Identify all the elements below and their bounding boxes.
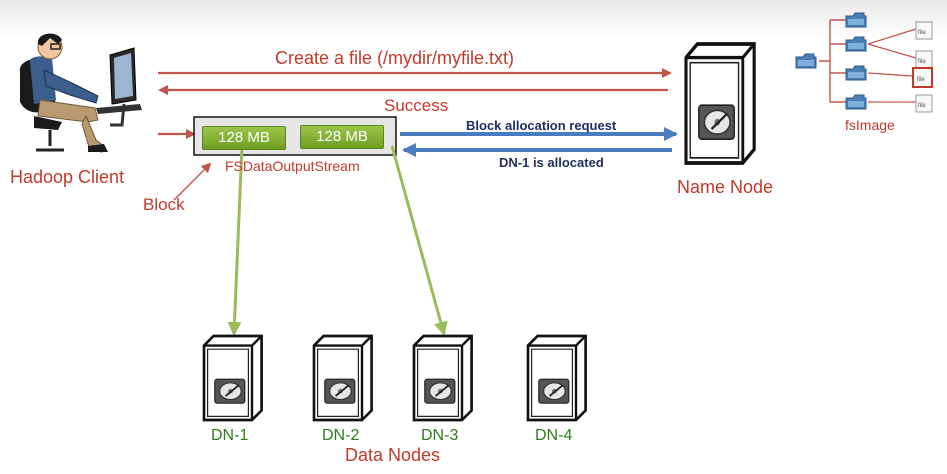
file-label: file (918, 59, 926, 65)
dn-4-server-icon (526, 334, 587, 422)
block-allocation-request-label: Block allocation request (466, 118, 617, 133)
fsimage-tree-icon (795, 12, 933, 113)
dn-2-label: DN-2 (322, 427, 360, 444)
dn-1-server-icon (202, 334, 263, 422)
block-1: 128 MB (202, 126, 286, 150)
top-fade (0, 0, 947, 40)
file-label: file (918, 30, 926, 36)
hadoop-client-user-icon (19, 33, 142, 153)
block-label: Block (143, 195, 185, 214)
data-nodes-title: Data Nodes (345, 445, 441, 465)
block-2: 128 MB (300, 125, 384, 149)
name-node-server-icon (684, 42, 757, 165)
dn-1-label: DN-1 (211, 427, 249, 444)
create-file-message: Create a file (/mydir/myfile.txt) (275, 48, 515, 68)
dn-4-label: DN-4 (535, 427, 573, 444)
hadoop-client-label: Hadoop Client (10, 167, 125, 187)
name-node-label: Name Node (677, 177, 774, 197)
dn-2-server-icon (312, 334, 373, 422)
dn-3-label: DN-3 (421, 427, 459, 444)
success-message: Success (384, 96, 449, 115)
file-label: file (917, 77, 925, 83)
block-2-to-dn-3-arrow (390, 145, 448, 336)
fsimage-label: fsImage (845, 117, 895, 133)
file-label: file (918, 103, 926, 109)
block-pointer-arrow (173, 162, 212, 201)
fsdataoutputstream-label: FSDataOutputStream (225, 158, 360, 174)
dn-3-server-icon (412, 334, 473, 422)
dn-allocated-label: DN-1 is allocated (499, 155, 604, 170)
fsimage-file-labels: file file file file (917, 30, 926, 109)
block-1-to-dn-1-arrow (227, 145, 244, 336)
